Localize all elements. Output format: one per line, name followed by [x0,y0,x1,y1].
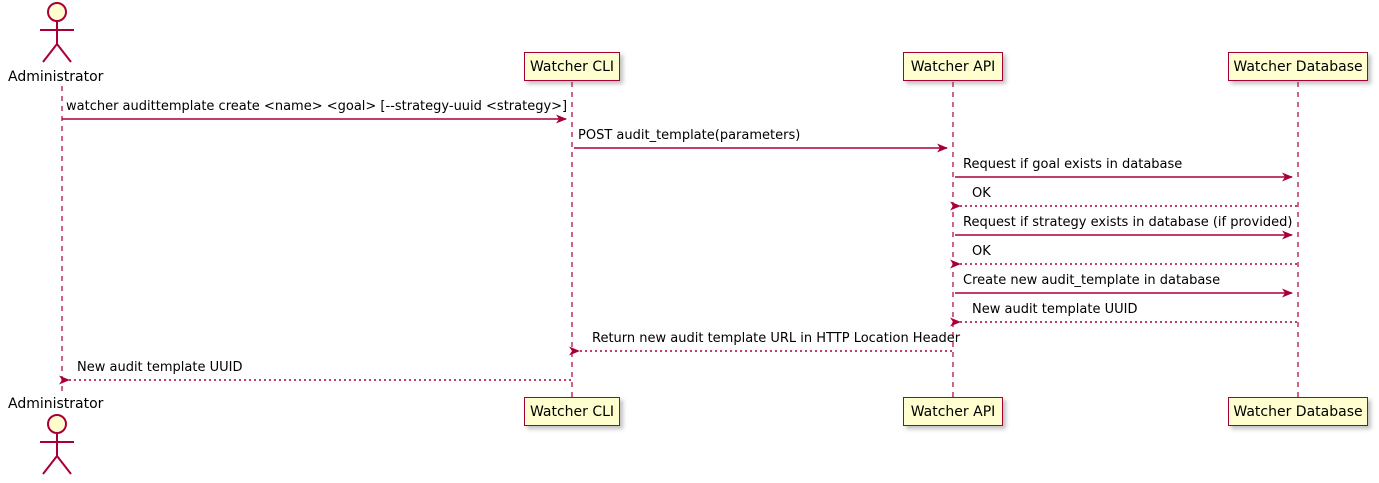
participant-watcher-api-top[interactable]: Watcher API [903,52,1003,81]
participant-watcher-cli-top[interactable]: Watcher CLI [524,52,620,81]
participant-watcher-api-bottom[interactable]: Watcher API [903,397,1003,426]
participant-label: Watcher Database [1233,403,1363,420]
participant-watcher-database-bottom[interactable]: Watcher Database [1228,397,1368,426]
participant-watcher-database-top[interactable]: Watcher Database [1228,52,1368,81]
message-label-3: Request if goal exists in database [963,157,1183,172]
message-arrows [59,114,1297,385]
participant-label: Watcher CLI [529,403,615,420]
message-label-5: Request if strategy exists in database (… [963,215,1293,230]
actor-figure-administrator-bottom [40,414,74,475]
participant-watcher-cli-bottom[interactable]: Watcher CLI [524,397,620,426]
message-label-9: Return new audit template URL in HTTP Lo… [592,331,961,346]
participant-label: Watcher API [910,403,996,420]
participant-label: Watcher API [910,58,996,75]
participant-label: Watcher CLI [529,58,615,75]
message-label-6: OK [972,244,991,259]
message-label-2: POST audit_template(parameters) [578,128,801,143]
actor-figure-administrator-top [40,2,74,63]
message-label-1: watcher audittemplate create <name> <goa… [66,99,568,114]
participant-administrator-bottom-label: Administrator [8,396,104,412]
participant-administrator-top-label: Administrator [8,69,104,85]
message-label-10: New audit template UUID [77,360,243,375]
message-label-8: New audit template UUID [972,302,1138,317]
participant-label: Watcher Database [1233,58,1363,75]
message-label-4: OK [972,186,991,201]
lifelines [61,82,1299,397]
message-label-7: Create new audit_template in database [963,273,1221,288]
